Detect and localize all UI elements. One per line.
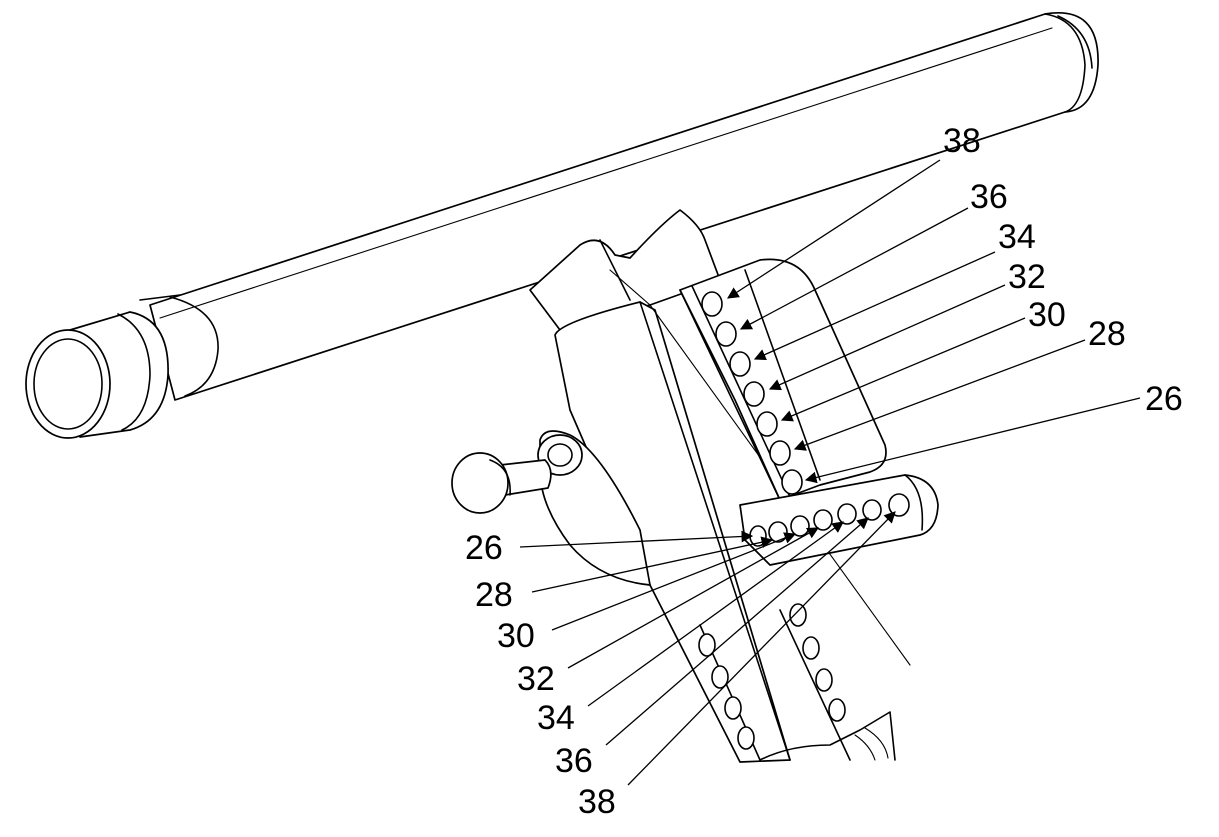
lower-leader-lines [519,511,896,786]
upper-hole-32 [743,381,765,407]
ref-label-28-lower: 28 [475,576,513,614]
tube-end-cap [25,311,169,439]
upper-hole-30 [756,411,778,437]
lower-hole-36 [862,499,882,521]
ref-label-38-upper: 38 [943,122,981,160]
pivot-knob-assembly [451,430,651,586]
lower-hole-34 [837,503,857,525]
ref-label-26-lower: 26 [465,529,503,567]
lower-hole-30 [790,515,810,537]
upper-hole-26 [781,469,803,495]
upper-hole-36 [715,321,737,347]
lower-hole-32 [813,509,833,531]
lower-reference-numerals: 26 28 30 32 34 36 38 [465,529,616,821]
ref-label-34-lower: 34 [537,699,575,737]
upper-hole-28 [769,440,791,466]
upper-hole-38 [701,291,723,317]
upper-hole-34 [729,351,751,377]
ref-label-36-lower: 36 [555,742,593,780]
ref-label-36-upper: 36 [970,178,1008,216]
upper-leader-lines [727,159,1141,484]
upper-hole-row [701,291,803,495]
lower-hole-38 [888,493,910,517]
ref-label-34-upper: 34 [998,218,1036,256]
handlebar-tube [139,12,1099,401]
ref-label-32-lower: 32 [517,660,555,698]
ref-label-28-upper: 28 [1088,315,1126,353]
ref-label-32-upper: 32 [1008,258,1046,296]
ref-label-26-upper: 26 [1145,380,1183,418]
lower-vertical-members [698,603,896,761]
ref-label-38-lower: 38 [578,783,616,821]
ref-label-30-lower: 30 [497,617,535,655]
lower-hole-28 [768,521,788,543]
ref-label-30-upper: 30 [1028,296,1066,334]
upper-reference-numerals: 38 36 34 32 30 28 26 [943,122,1183,418]
upright-bracket [529,209,911,763]
